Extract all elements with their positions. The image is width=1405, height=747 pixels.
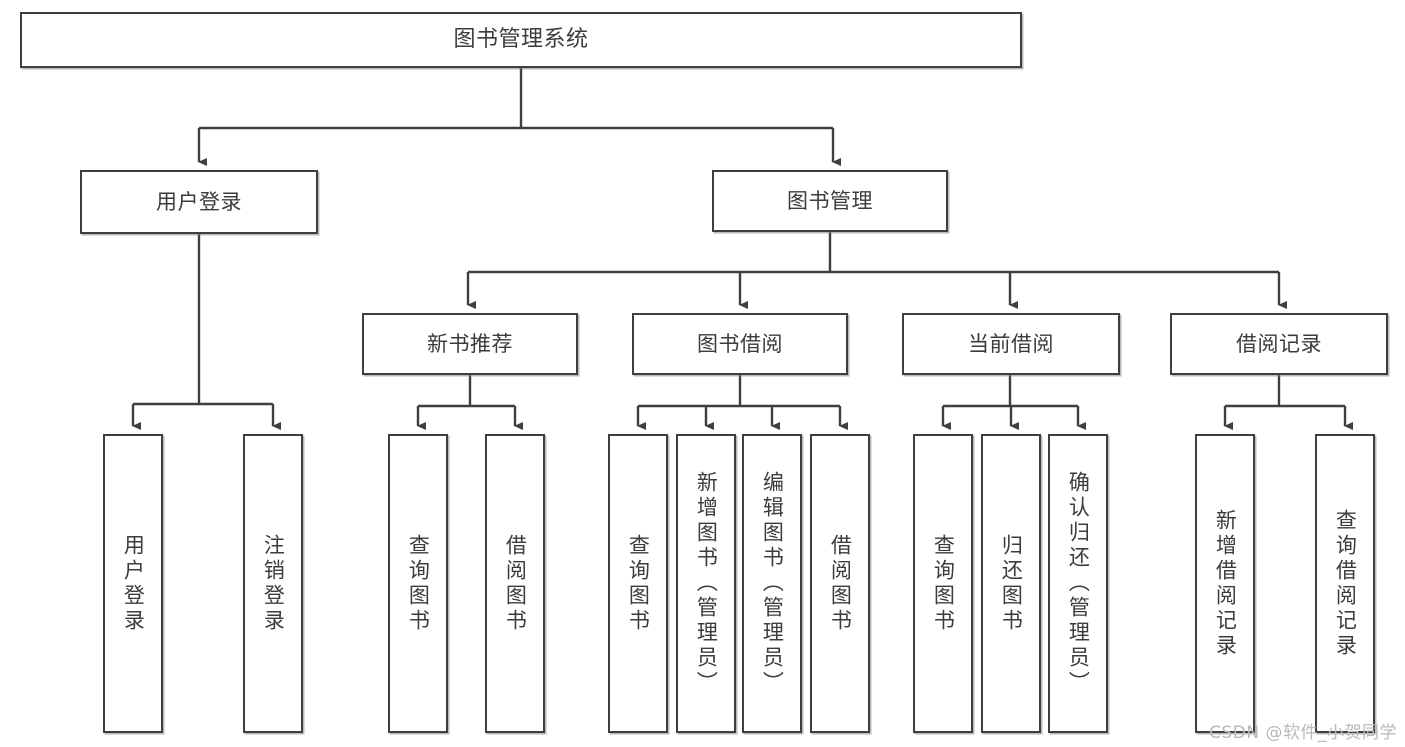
node-new-book-recommend[interactable]: 新书推荐 (362, 313, 578, 375)
node-leaf-query-book-1[interactable]: 查询图书 (388, 434, 448, 733)
node-book-manage-label: 图书管理 (787, 188, 873, 213)
node-leaf-query-book-3[interactable]: 查询图书 (913, 434, 973, 733)
node-leaf-return-book[interactable]: 归还图书 (981, 434, 1041, 733)
node-leaf-add-record[interactable]: 新增借阅记录 (1195, 434, 1255, 733)
node-leaf-add-book[interactable]: 新增图书（管理员） (676, 434, 736, 733)
node-leaf-borrow-book-1[interactable]: 借阅图书 (485, 434, 545, 733)
node-book-manage[interactable]: 图书管理 (712, 170, 948, 232)
node-leaf-borrow-book-2-label: 借阅图书 (828, 533, 853, 634)
node-leaf-user-login-label: 用户登录 (121, 533, 146, 634)
node-leaf-borrow-book-1-label: 借阅图书 (503, 533, 528, 634)
node-leaf-user-logout-label: 注销登录 (261, 533, 286, 634)
node-leaf-user-login[interactable]: 用户登录 (103, 434, 163, 733)
node-leaf-query-book-3-label: 查询图书 (931, 533, 956, 634)
node-leaf-edit-book-label: 编辑图书（管理员） (760, 471, 785, 696)
node-root[interactable]: 图书管理系统 (20, 12, 1022, 68)
node-user-login[interactable]: 用户登录 (80, 170, 318, 234)
node-leaf-query-book-2[interactable]: 查询图书 (608, 434, 668, 733)
node-new-book-recommend-label: 新书推荐 (427, 331, 513, 356)
node-user-login-label: 用户登录 (156, 189, 242, 214)
node-leaf-query-record[interactable]: 查询借阅记录 (1315, 434, 1375, 733)
node-current-borrow[interactable]: 当前借阅 (902, 313, 1120, 375)
node-book-borrow-label: 图书借阅 (697, 331, 783, 356)
watermark-text: CSDN @软件_小贺同学 (1209, 723, 1397, 743)
node-leaf-user-logout[interactable]: 注销登录 (243, 434, 303, 733)
node-leaf-query-book-2-label: 查询图书 (626, 533, 651, 634)
node-leaf-confirm-return-label: 确认归还（管理员） (1066, 471, 1091, 696)
node-leaf-query-record-label: 查询借阅记录 (1333, 508, 1358, 659)
node-leaf-borrow-book-2[interactable]: 借阅图书 (810, 434, 870, 733)
node-current-borrow-label: 当前借阅 (968, 331, 1054, 356)
node-leaf-add-book-label: 新增图书（管理员） (694, 471, 719, 696)
node-root-label: 图书管理系统 (453, 27, 589, 53)
node-borrow-record[interactable]: 借阅记录 (1170, 313, 1388, 375)
node-leaf-add-record-label: 新增借阅记录 (1213, 508, 1238, 659)
node-leaf-edit-book[interactable]: 编辑图书（管理员） (742, 434, 802, 733)
node-leaf-query-book-1-label: 查询图书 (406, 533, 431, 634)
node-book-borrow[interactable]: 图书借阅 (632, 313, 848, 375)
node-leaf-return-book-label: 归还图书 (999, 533, 1024, 634)
node-borrow-record-label: 借阅记录 (1236, 331, 1322, 356)
node-leaf-confirm-return[interactable]: 确认归还（管理员） (1048, 434, 1108, 733)
